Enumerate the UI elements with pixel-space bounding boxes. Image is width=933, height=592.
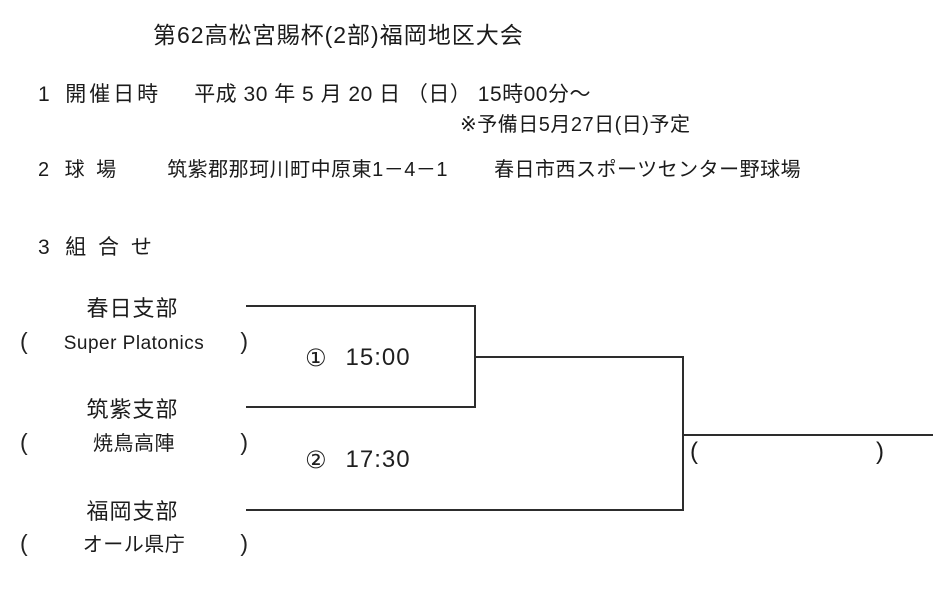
schedule-label: 開催日時: [65, 83, 162, 106]
page-title: 第62高松宮賜杯(2部)福岡地区大会: [153, 22, 524, 48]
team3-paren-open: (: [20, 530, 28, 556]
match1-number: ①: [305, 345, 328, 372]
schedule-reserve-note: ※予備日5月27日(日)予定: [460, 114, 691, 136]
venue-label: 球 場: [64, 159, 120, 181]
match2-label: ② 17:30: [305, 446, 411, 475]
team2-name-row: ( 焼鳥高陣 ): [20, 427, 248, 456]
match1-label: ① 15:00: [305, 344, 411, 373]
bracket-line-final-winner: [682, 434, 933, 436]
match1-time: 15:00: [345, 344, 411, 371]
final-winner-slot: ( ): [690, 438, 884, 466]
team1-branch-label: 春日支部: [86, 296, 179, 321]
venue-address: 筑紫郡那珂川町中原東1－4－1: [167, 159, 449, 181]
team2-paren-open: (: [20, 429, 28, 455]
pairings-row: 3 組 合 せ: [38, 231, 155, 261]
match2-number: ②: [305, 447, 328, 474]
team1-name-row: ( Super Platonics ): [20, 328, 248, 355]
final-paren-close: ): [876, 438, 884, 465]
pairings-number: 3: [38, 236, 51, 259]
final-paren-open: (: [690, 438, 698, 465]
team2-name: 焼鳥高陣: [93, 433, 175, 455]
match2-time: 17:30: [345, 446, 411, 473]
bracket-line-team2: [246, 406, 476, 408]
team3-name-row: ( オール県庁 ): [20, 528, 248, 557]
team3-paren-close: ): [240, 530, 248, 556]
team2-branch-label: 筑紫支部: [86, 397, 179, 422]
team3-branch-label: 福岡支部: [86, 499, 179, 524]
team1-paren-close: ): [240, 328, 248, 354]
pairings-label: 組 合 せ: [65, 236, 155, 259]
team3-name: オール県庁: [82, 534, 186, 556]
schedule-number: 1: [38, 83, 51, 106]
bracket-line-match1-winner: [474, 356, 684, 358]
venue-name: 春日市西スポーツセンター野球場: [494, 159, 802, 181]
schedule-row: 1 開催日時 平成 30 年 5 月 20 日 （日） 15時00分～: [38, 78, 591, 108]
bracket-line-team3: [246, 509, 684, 511]
venue-number: 2: [38, 159, 50, 181]
team2-paren-close: ): [240, 429, 248, 455]
bracket-line-team1: [246, 305, 476, 307]
bracket-join-match2: [682, 356, 684, 511]
team1-paren-open: (: [20, 328, 28, 354]
schedule-date: 平成 30 年 5 月 20 日 （日） 15時00分～: [194, 83, 591, 106]
venue-row: 2 球 場 筑紫郡那珂川町中原東1－4－1 春日市西スポーツセンター野球場: [38, 153, 801, 182]
team1-name: Super Platonics: [63, 333, 205, 354]
